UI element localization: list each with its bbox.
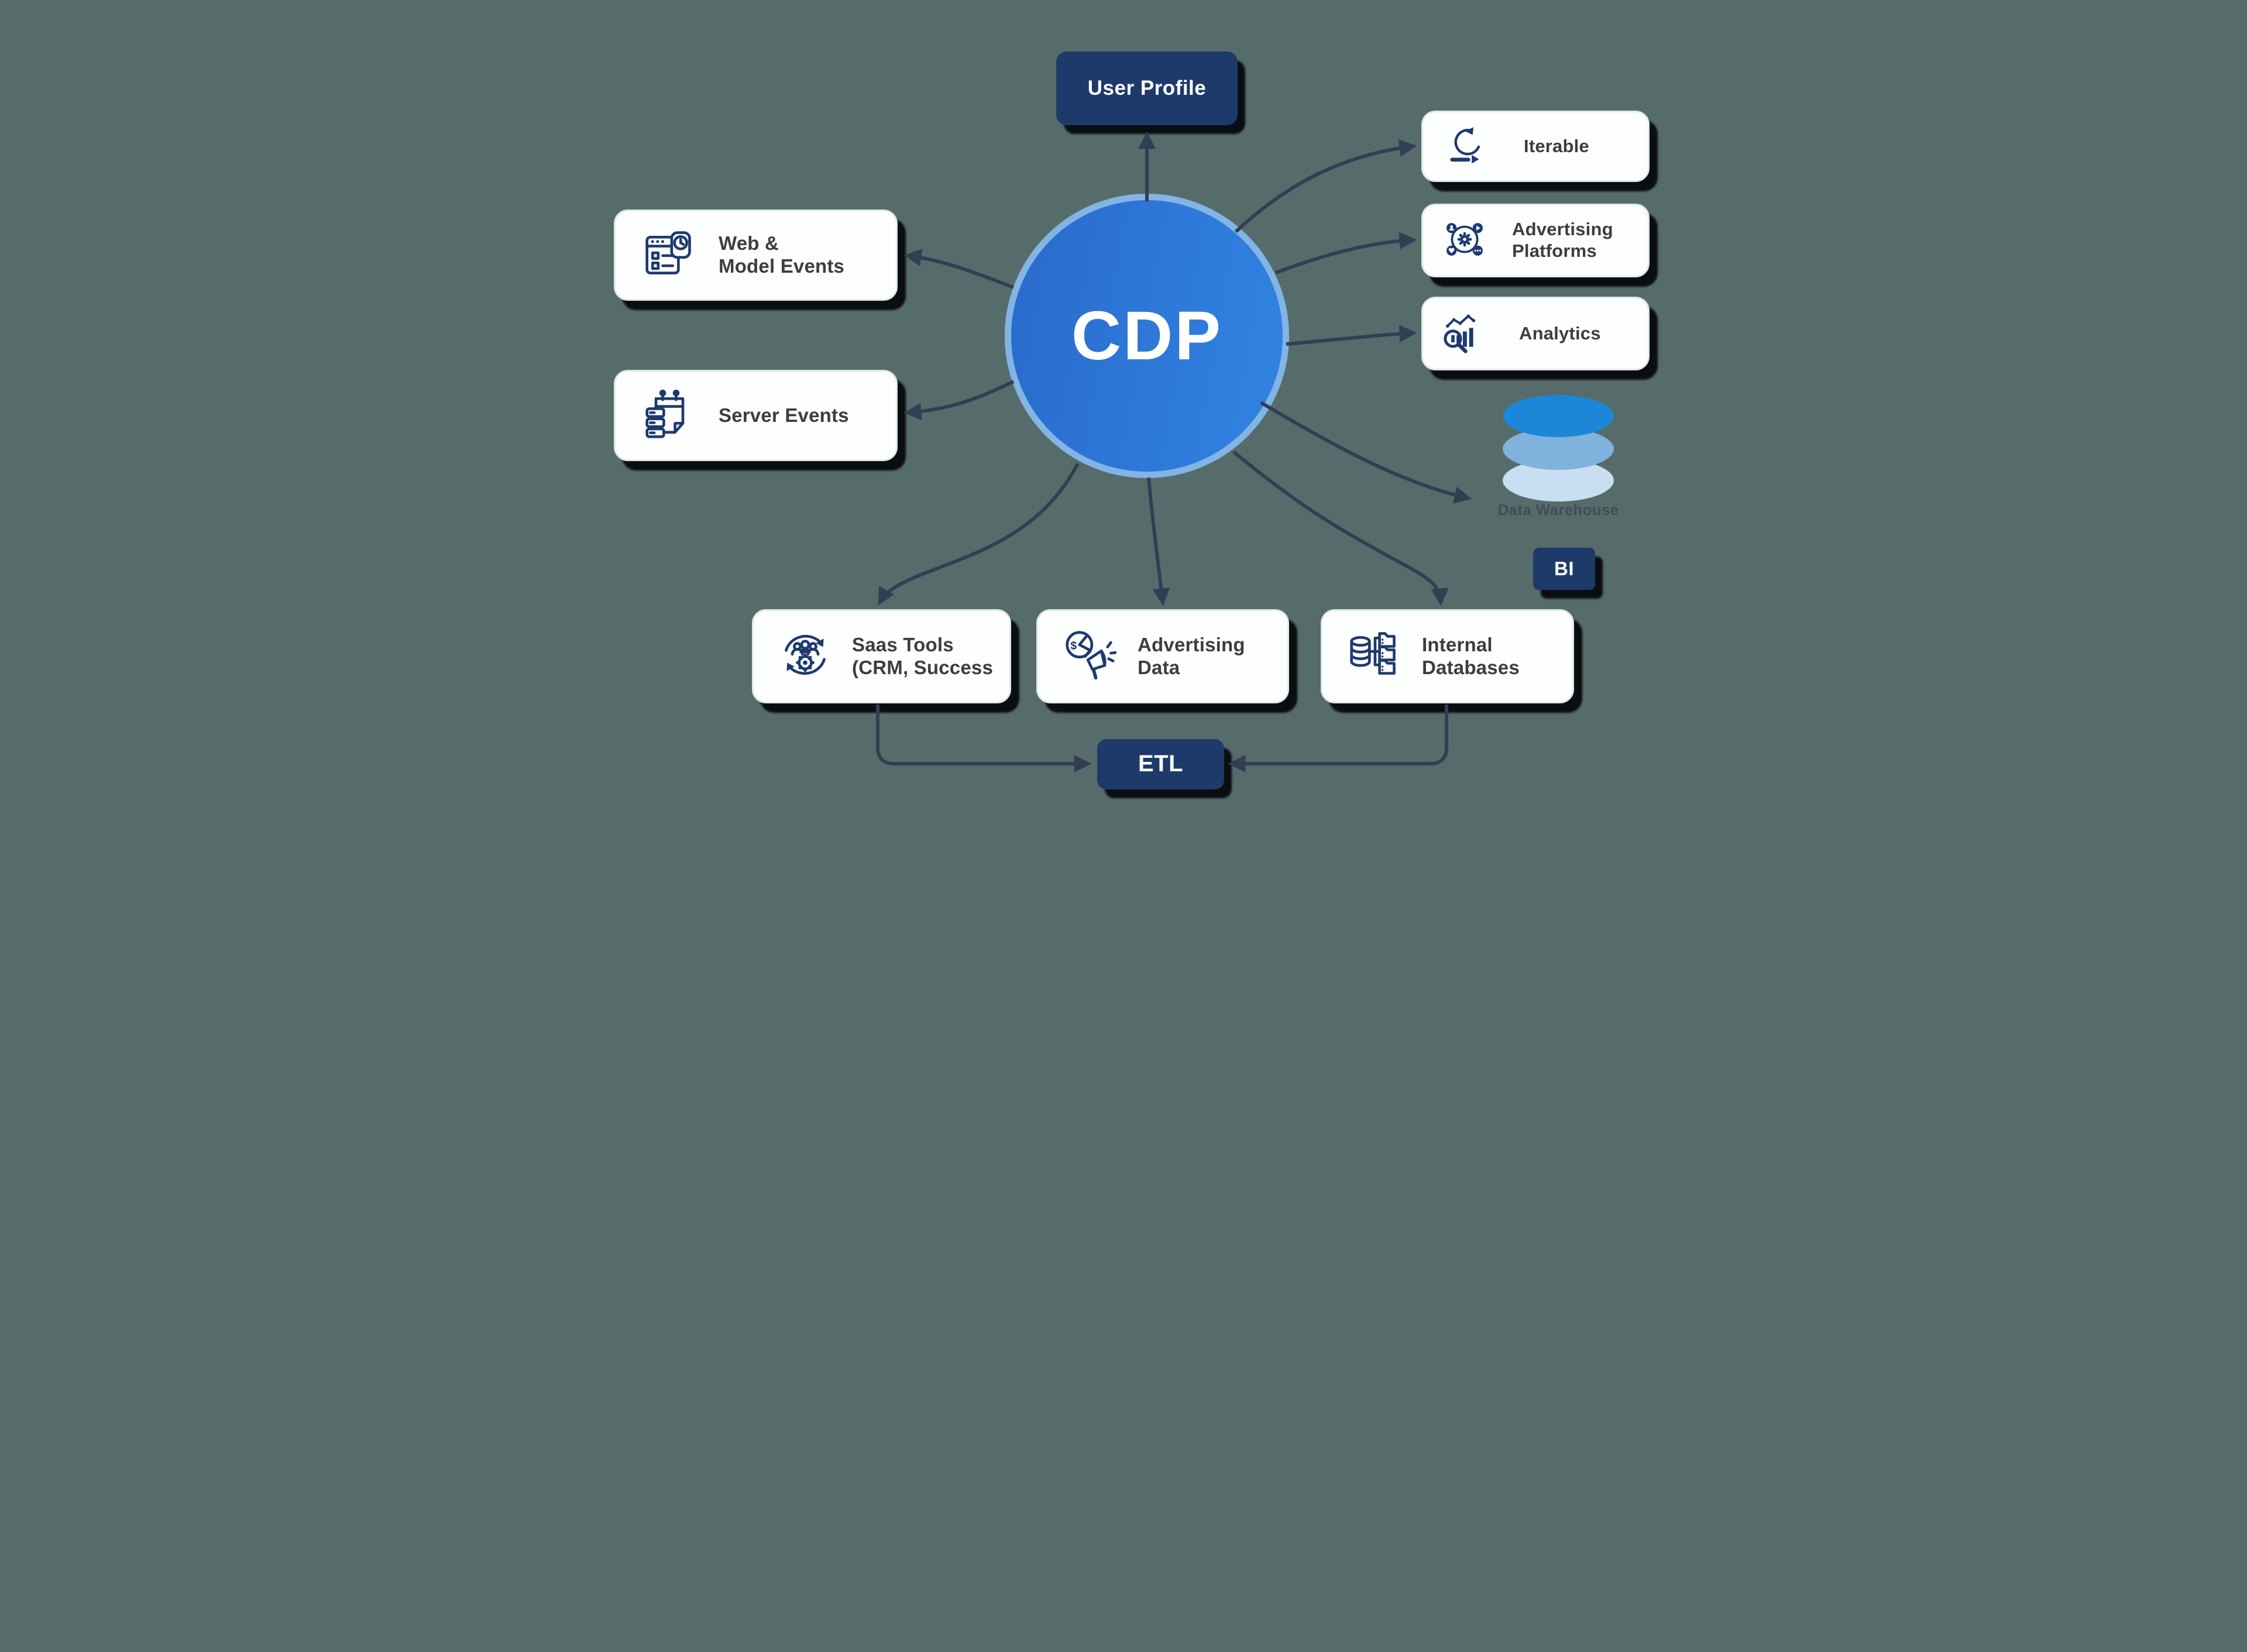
ad-network-gear-icon: [1443, 218, 1486, 264]
advertising-data-label: Advertising Data: [1138, 633, 1245, 678]
iterable-label: Iterable: [1524, 135, 1589, 156]
cdp-diagram: CDP User Profile Web & Mode: [562, 0, 1685, 826]
chart-magnifier-icon: [1443, 311, 1486, 357]
data-warehouse-label: Data Warehouse: [1497, 501, 1619, 518]
database-folders-icon: [1347, 628, 1401, 685]
node-etl: ETL: [1097, 739, 1224, 789]
user-profile-label: User Profile: [1087, 77, 1207, 100]
node-iterable: Iterable: [1421, 111, 1650, 182]
node-saas-tools: Saas Tools (CRM, Success: [752, 609, 1011, 703]
team-gear-cycle-icon: [778, 628, 832, 685]
node-bi: BI: [1533, 548, 1595, 590]
connector-cdp-to-analytics: [1286, 325, 1417, 346]
cdp-circle: CDP: [1005, 194, 1289, 478]
connector-cdp-to-web-model-events: [903, 249, 1015, 289]
megaphone-pie-icon: $: [1063, 628, 1117, 685]
saas-tools-label: Saas Tools (CRM, Success: [852, 633, 994, 678]
advertising-platforms-label: Advertising Platforms: [1512, 219, 1613, 261]
connector-cdp-to-saas-tools: [878, 462, 1080, 606]
connector-cdp-to-adv-platforms: [1274, 232, 1417, 274]
node-advertising-platforms: Advertising Platforms: [1421, 204, 1650, 277]
node-server-events: Server Events: [614, 370, 898, 461]
connector-cdp-to-data-warehouse: [1260, 401, 1472, 504]
cdp-label: CDP: [1071, 297, 1223, 375]
internal-databases-label: Internal Databases: [1422, 633, 1520, 678]
bi-label: BI: [1554, 557, 1574, 579]
connector-saas-tools-to-etl: [876, 705, 1092, 772]
iteration-loop-icon: [1445, 125, 1486, 169]
connector-cdp-to-internal-databases: [1232, 450, 1449, 606]
connector-cdp-to-server-events: [903, 380, 1015, 421]
analytics-label: Analytics: [1519, 322, 1601, 344]
browser-clock-icon: [643, 227, 696, 284]
web-model-events-label: Web & Model Events: [719, 232, 845, 277]
node-advertising-data: $ Advertising Data: [1036, 609, 1289, 703]
connector-cdp-to-advertising-data: [1147, 477, 1170, 606]
etl-label: ETL: [1138, 751, 1184, 777]
calendar-server-icon: [643, 387, 696, 444]
connector-cdp-to-iterable: [1234, 139, 1417, 233]
server-events-label: Server Events: [719, 404, 849, 426]
node-analytics: Analytics: [1421, 297, 1650, 370]
connector-internal-databases-to-etl: [1228, 705, 1448, 772]
data-warehouse-top-disk: [1503, 395, 1614, 437]
node-web-model-events: Web & Model Events: [614, 209, 898, 301]
svg-text:$: $: [1070, 640, 1077, 652]
node-user-profile: User Profile: [1056, 51, 1238, 125]
node-internal-databases: Internal Databases: [1321, 609, 1574, 703]
